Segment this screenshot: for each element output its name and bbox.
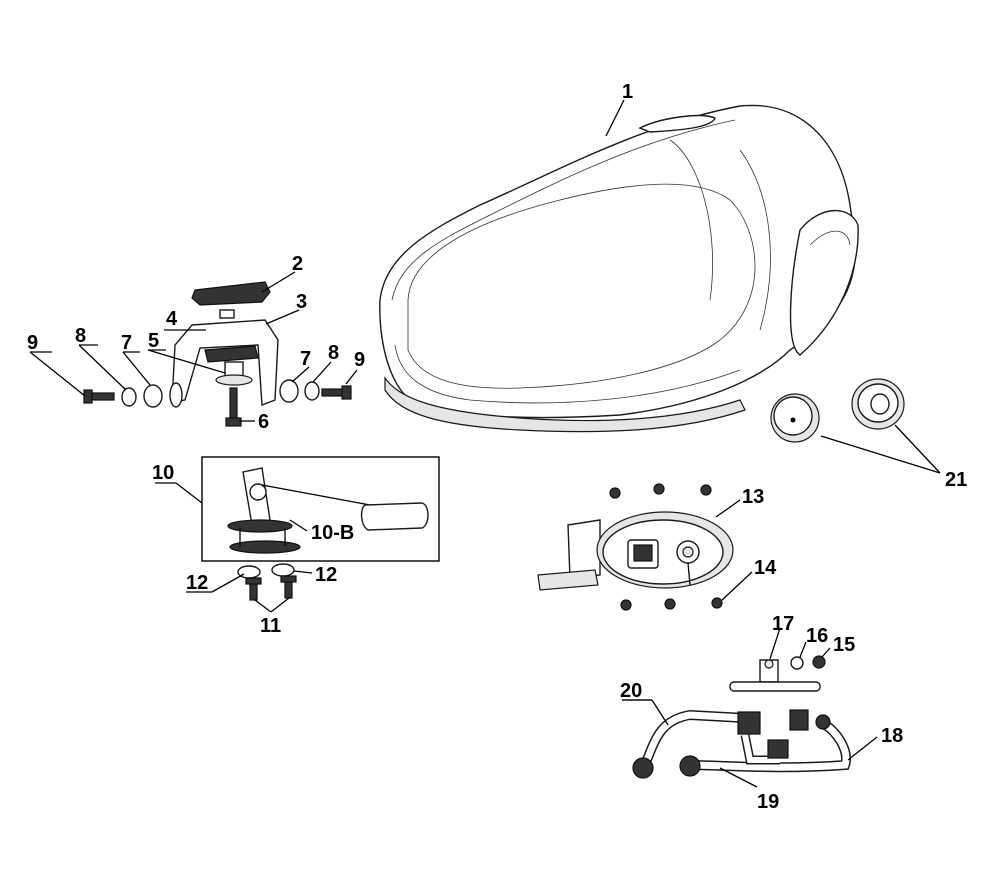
callout-21: 21 [945, 469, 967, 491]
mount-bracket [171, 319, 279, 406]
callout-16: 16 [806, 625, 828, 647]
callout-20: 20 [620, 680, 642, 702]
fuel-tank [379, 104, 859, 433]
callout-6: 6 [258, 411, 269, 433]
callout-9-left: 9 [27, 332, 38, 354]
callout-8-right: 8 [328, 342, 339, 364]
cap-right [851, 378, 905, 430]
bolt-6 [225, 387, 242, 427]
callout-12-right: 12 [315, 564, 337, 586]
callout-labels: 1 2 3 4 5 6 7 7 8 8 9 9 10 10-B 11 12 12… [27, 81, 967, 813]
leader-lines [29, 99, 941, 788]
callout-5: 5 [148, 330, 159, 352]
callout-3: 3 [296, 291, 307, 313]
rubber-pad [191, 281, 271, 319]
hose-clip-assembly [729, 655, 826, 692]
cap-left [770, 393, 820, 443]
callout-7-left: 7 [121, 332, 132, 354]
hose-assembly [632, 709, 851, 779]
callout-12-left: 12 [186, 572, 208, 594]
callout-13: 13 [742, 486, 764, 508]
screws-11 [245, 575, 297, 601]
fuel-sender [227, 467, 429, 554]
callout-17: 17 [772, 613, 794, 635]
callout-15: 15 [833, 634, 855, 656]
hardware-right [279, 379, 352, 403]
callout-2: 2 [292, 253, 303, 275]
callout-14: 14 [754, 557, 777, 579]
hardware-left [83, 382, 183, 408]
callout-18: 18 [881, 725, 903, 747]
callout-7-right: 7 [300, 348, 311, 370]
fuel-pump [537, 511, 734, 591]
callout-1: 1 [622, 81, 633, 103]
washers-12 [237, 563, 295, 579]
callout-10-b: 10-B [311, 522, 354, 544]
callout-9-right: 9 [354, 349, 365, 371]
callout-19: 19 [757, 791, 779, 813]
callout-11: 11 [260, 615, 281, 637]
pump-bolts-14 [609, 483, 723, 611]
sender-box [201, 456, 440, 562]
callout-10: 10 [152, 462, 174, 484]
callout-4: 4 [166, 308, 178, 330]
callout-8-left: 8 [75, 325, 86, 347]
